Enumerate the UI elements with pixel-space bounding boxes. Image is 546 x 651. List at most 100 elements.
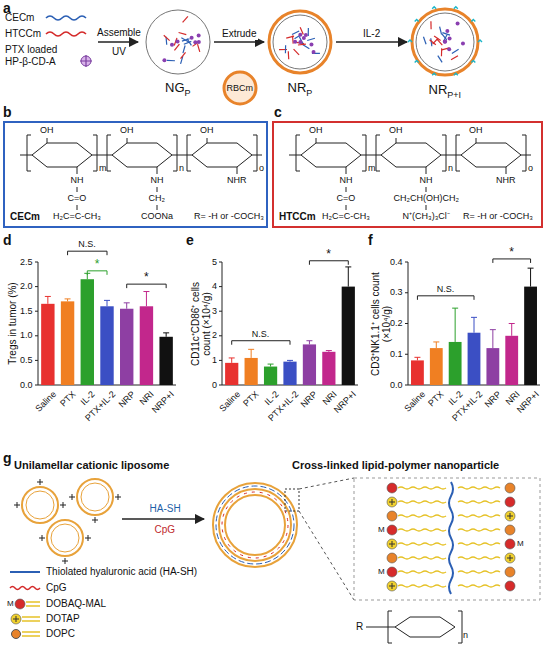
error-bar <box>268 364 274 366</box>
polymer-chain <box>430 21 431 29</box>
significance-mark: N.S. <box>252 329 270 340</box>
il2-molecule <box>471 19 475 21</box>
chem-group: NH <box>71 175 84 186</box>
panel-g-legend-samples-part <box>11 614 21 624</box>
chem-group: C=O <box>337 193 356 204</box>
hyaluronic-acid-chain <box>449 482 453 594</box>
tick-mark <box>405 323 408 324</box>
lipid-tail <box>458 543 500 545</box>
tick-label: 0.0 <box>20 380 33 391</box>
drug-complex <box>170 43 174 47</box>
axis-title: CD3⁺NK1.1⁺ cells count (×10⁴/g) <box>369 271 391 376</box>
drug-complex <box>193 40 197 44</box>
chem-group: OH <box>469 125 483 136</box>
tick-label: 3 <box>212 306 217 317</box>
lipid-tail <box>398 585 446 587</box>
particle-outline <box>409 6 481 78</box>
drug-complex <box>197 40 201 44</box>
error-bar <box>45 296 51 303</box>
lipid-head <box>505 581 515 591</box>
htccm-structure-part <box>289 155 531 156</box>
bar <box>411 360 424 385</box>
lipid-head <box>387 483 397 493</box>
section-title: Cross-linked lipid-polymer nanoparticle <box>292 459 499 472</box>
tick-label: 0.1 <box>390 349 403 360</box>
nanoparticle-part <box>222 492 288 558</box>
error-bar <box>124 303 130 309</box>
polymer-chain <box>440 27 442 35</box>
panel-a-legend-samples-part <box>46 16 86 20</box>
significance-mark: * <box>144 271 149 283</box>
drug-complex <box>443 40 447 44</box>
significance-mark: * <box>326 248 331 260</box>
particle-circle: NGP <box>144 8 212 76</box>
chem-group: NHR <box>496 175 516 186</box>
legend-text: DOPC <box>46 628 75 640</box>
bar <box>449 342 462 385</box>
cecm-structure-part <box>20 155 262 156</box>
lipid-head <box>387 581 397 591</box>
particle-circle: NRP+I <box>409 6 481 78</box>
lipid-tail <box>398 501 446 503</box>
liposomes-part <box>22 487 58 523</box>
htccm-structure-part <box>296 135 526 171</box>
tick-mark <box>405 262 408 263</box>
particle-circle: NRP <box>266 8 334 76</box>
liposomes-part <box>47 520 83 556</box>
lipid-head <box>505 567 515 577</box>
tick-mark <box>405 385 408 386</box>
legend-text: Thiolated hyaluronic acid (HA-SH) <box>46 566 197 578</box>
drug-complex <box>176 40 180 44</box>
bar <box>342 287 355 385</box>
error-bar <box>143 292 149 307</box>
chem-group: H₂C=C-CH₃ <box>322 211 370 222</box>
panel-letter: c <box>274 104 282 121</box>
chem-group: COONa <box>141 211 173 222</box>
charge-sign <box>507 513 513 519</box>
error-bar <box>104 300 110 306</box>
panel-name: HTCCm <box>279 211 316 223</box>
tick-mark <box>35 262 38 263</box>
drug-complex <box>304 33 308 37</box>
axis-title: Tregs in tumor (%) <box>7 262 18 385</box>
section-title: Unilamellar cationic liposome <box>14 459 169 472</box>
bar <box>225 363 238 385</box>
charge-sign <box>389 541 395 547</box>
cecm-structure-part <box>27 135 257 171</box>
charge-sign <box>389 499 395 505</box>
bar <box>41 304 54 385</box>
drug-complex <box>190 36 194 40</box>
nanoparticle-part <box>219 489 291 561</box>
bar <box>505 336 518 385</box>
error-bar <box>452 308 458 342</box>
lipid-tail <box>458 501 500 503</box>
maleimide-mark: M <box>7 599 14 609</box>
htccm-structure-part <box>461 143 521 167</box>
panel-g-legend-samples-part <box>10 571 40 573</box>
category-label: Saline <box>33 389 58 414</box>
tick-label: 0.0 <box>390 380 403 391</box>
polymer-chain <box>198 44 200 52</box>
chem-group: N⁺(CH₃)₃Cl⁻ <box>403 211 450 222</box>
assemble-arrow <box>98 41 138 43</box>
il2-molecule <box>478 40 482 42</box>
htccm-structure-part <box>316 138 476 143</box>
drug-complex <box>309 42 313 46</box>
htccm-structure-part <box>381 143 441 167</box>
bar <box>100 306 113 385</box>
category-label: NRP+I <box>150 389 177 416</box>
charge-sign <box>69 494 75 500</box>
drug-complex <box>293 40 297 44</box>
lipid-tail <box>458 515 500 517</box>
node-caption: NRP <box>288 77 313 99</box>
significance-mark: N.S. <box>78 239 96 250</box>
drug-complex <box>312 50 316 54</box>
error-bar <box>306 341 312 345</box>
lipid-tail <box>398 515 446 517</box>
significance-mark: * <box>95 258 100 270</box>
drug-complex <box>456 21 460 25</box>
polymer-chain <box>452 49 459 53</box>
lipid-tail <box>458 571 500 573</box>
liposomes-part <box>81 483 109 511</box>
